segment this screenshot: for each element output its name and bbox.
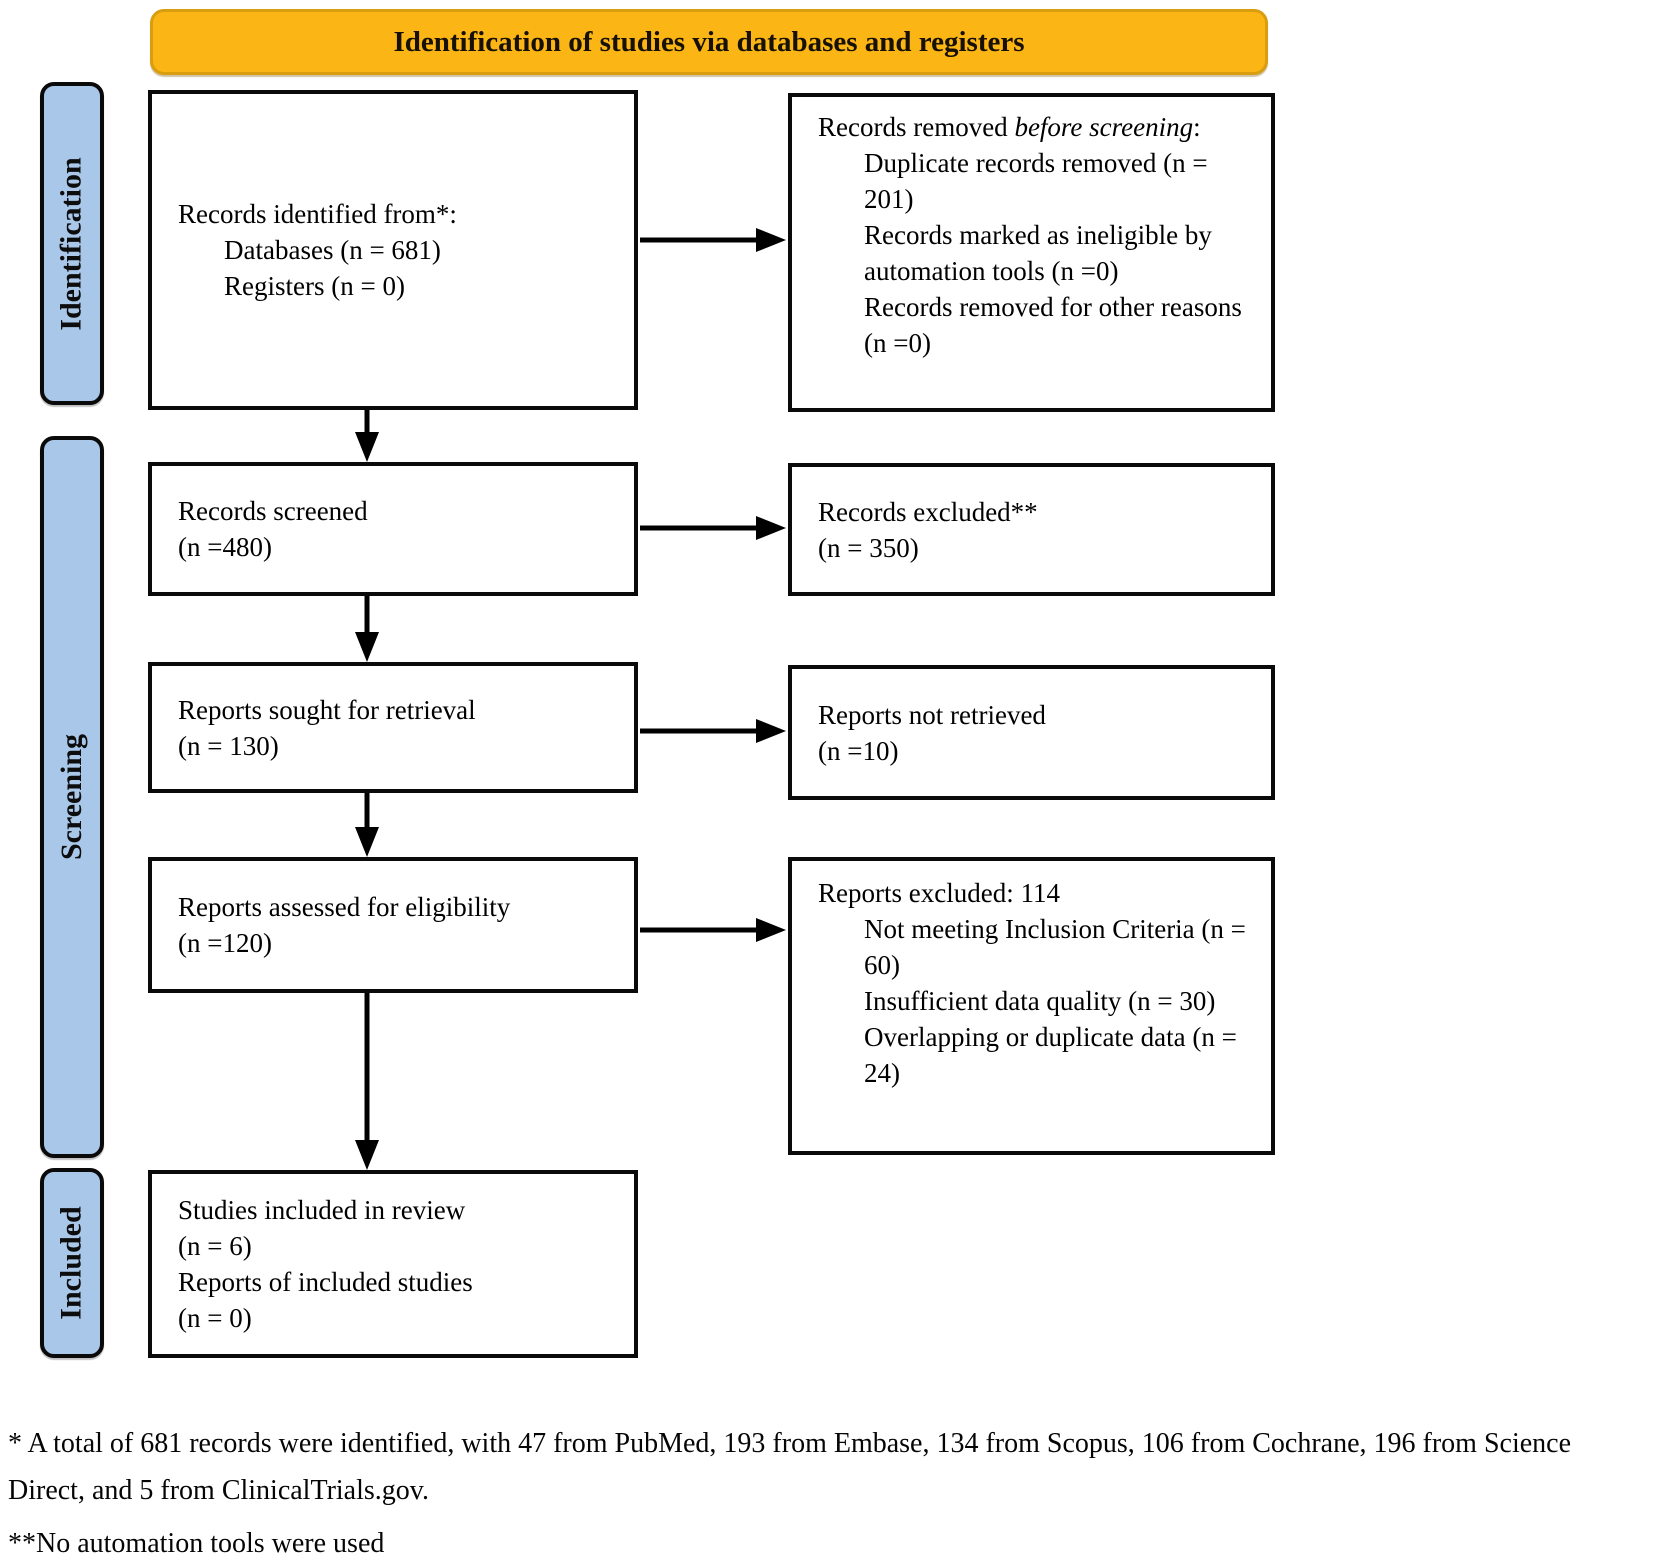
box-item: Registers (n = 0) — [224, 271, 405, 301]
box-line: (n = 0) — [178, 1303, 252, 1333]
box-line: (n = 350) — [818, 532, 919, 563]
box-records-excluded: Records excluded** (n = 350) — [788, 463, 1275, 596]
box-item: Not meeting Inclusion Criteria (n = 60) — [864, 914, 1246, 980]
arrow-screened-to-excluded — [640, 516, 786, 540]
box-title: Records identified from*: — [178, 199, 457, 229]
stage-bar-screening: Screening — [40, 436, 104, 1158]
banner-label: Identification of studies via databases … — [393, 25, 1025, 58]
arrow-identified-to-removed — [640, 228, 786, 252]
box-item: Overlapping or duplicate data (n = 24) — [864, 1022, 1237, 1088]
box-reports-sought: Reports sought for retrieval (n = 130) — [148, 662, 638, 793]
box-reports-assessed: Reports assessed for eligibility (n =120… — [148, 857, 638, 993]
box-item: Records removed for other reasons (n =0) — [864, 292, 1242, 358]
stage-label-included: Included — [55, 1206, 89, 1320]
box-records-identified: Records identified from*: Databases (n =… — [148, 90, 638, 410]
box-item: Databases (n = 681) — [224, 235, 441, 265]
stage-bar-included: Included — [40, 1168, 104, 1358]
footnote-automation: **No automation tools were used — [8, 1528, 385, 1559]
box-line: (n = 6) — [178, 1231, 252, 1261]
box-line: (n = 130) — [178, 730, 279, 761]
stage-label-identification: Identification — [55, 156, 88, 331]
stage-bar-identification: Identification — [40, 82, 104, 405]
banner-identification-of-studies: Identification of studies via databases … — [150, 9, 1268, 75]
box-line: (n =120) — [178, 928, 272, 958]
box-line: Reports assessed for eligibility — [178, 892, 511, 922]
box-reports-excluded: Reports excluded: 114 Not meeting Inclus… — [788, 857, 1275, 1155]
box-line: Records excluded** — [818, 496, 1038, 527]
box-line: Studies included in review — [178, 1195, 466, 1225]
box-records-screened: Records screened (n =480) — [148, 462, 638, 596]
box-item: Records marked as ineligible by automati… — [864, 220, 1212, 286]
box-line: Records screened — [178, 496, 368, 526]
box-studies-included: Studies included in review (n = 6) Repor… — [148, 1170, 638, 1358]
arrow-sought-to-assessed — [355, 793, 379, 857]
arrow-assessed-to-reports-excluded — [640, 918, 786, 942]
box-reports-not-retrieved: Reports not retrieved (n =10) — [788, 665, 1275, 800]
box-line: Reports of included studies — [178, 1267, 473, 1297]
footnote-sources: * A total of 681 records were identified… — [8, 1428, 1572, 1506]
arrow-identified-to-screened — [355, 410, 379, 462]
arrow-sought-to-not-retrieved — [640, 719, 786, 743]
arrow-screened-to-sought — [355, 596, 379, 662]
box-title: Reports excluded: 114 — [818, 878, 1060, 908]
box-line: (n =10) — [818, 735, 899, 766]
box-line: Reports sought for retrieval — [178, 694, 476, 725]
arrow-assessed-to-included — [355, 993, 379, 1170]
stage-label-screening: Screening — [55, 733, 89, 861]
box-item: Duplicate records removed (n = 201) — [864, 148, 1208, 214]
box-line: Reports not retrieved — [818, 699, 1046, 730]
box-item: Insufficient data quality (n = 30) — [864, 986, 1216, 1016]
box-title: Records removed before screening: — [818, 112, 1201, 142]
box-records-removed-before-screening: Records removed before screening: Duplic… — [788, 93, 1275, 412]
box-line: (n =480) — [178, 532, 272, 562]
